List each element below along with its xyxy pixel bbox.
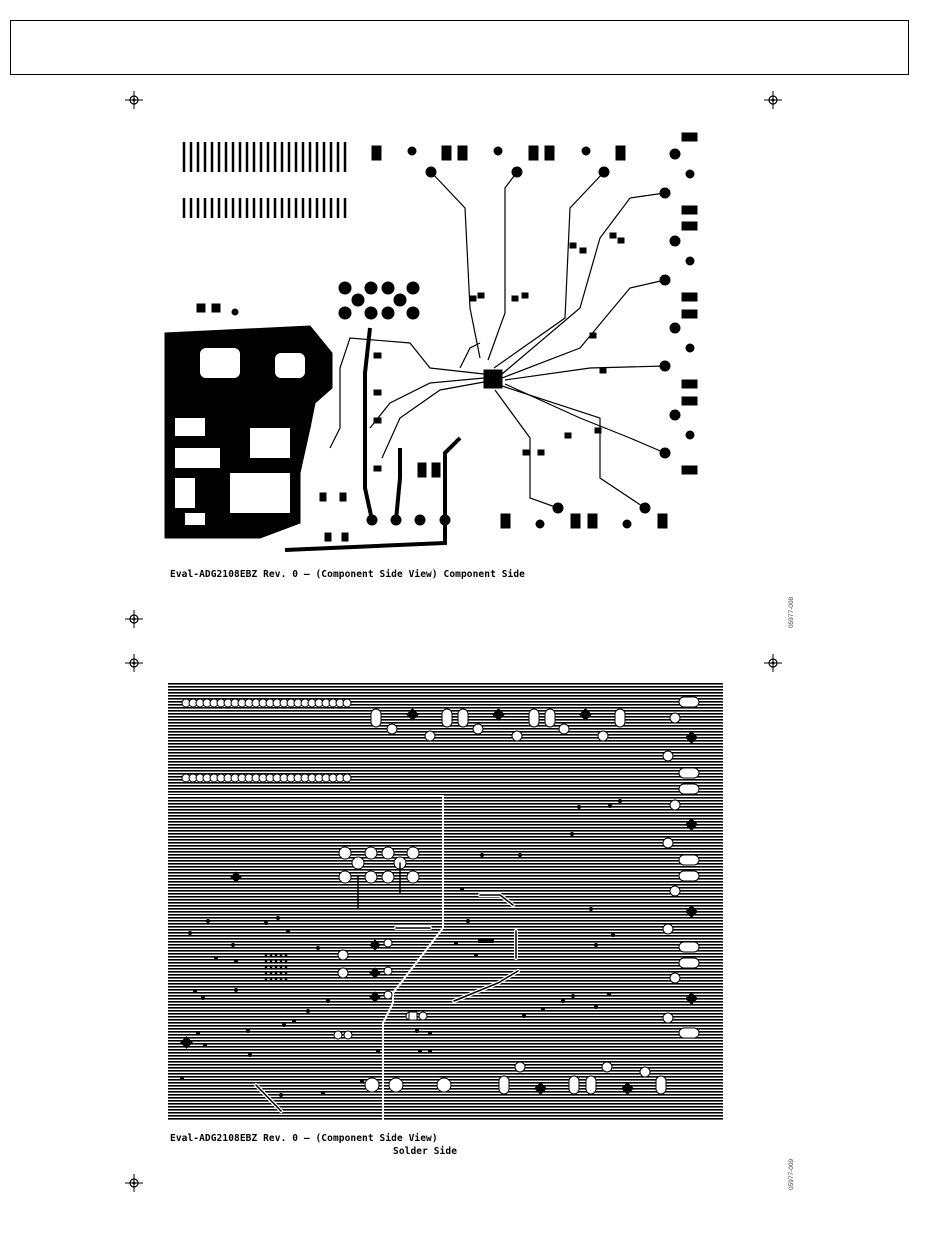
component-side-pcb	[160, 128, 705, 558]
header-connector-bottom	[184, 198, 345, 218]
component-side-caption: Eval-ADG2108EBZ Rev. 0 – (Component Side…	[170, 569, 525, 580]
figure-code-009: 05977-009	[788, 1159, 795, 1190]
solder-side-pcb	[168, 683, 723, 1120]
registration-mark-icon	[125, 91, 143, 109]
registration-mark-icon	[125, 1174, 143, 1192]
header-connector-top	[184, 142, 345, 172]
figure-code-008: 05977-008	[788, 597, 795, 628]
solder-side-caption-line2: Solder Side	[393, 1146, 457, 1157]
registration-mark-icon	[125, 654, 143, 672]
registration-mark-icon	[764, 91, 782, 109]
registration-mark-icon	[764, 654, 782, 672]
page-header-box	[10, 20, 909, 75]
solder-side-caption: Eval-ADG2108EBZ Rev. 0 – (Component Side…	[170, 1133, 438, 1144]
registration-mark-icon	[125, 610, 143, 628]
